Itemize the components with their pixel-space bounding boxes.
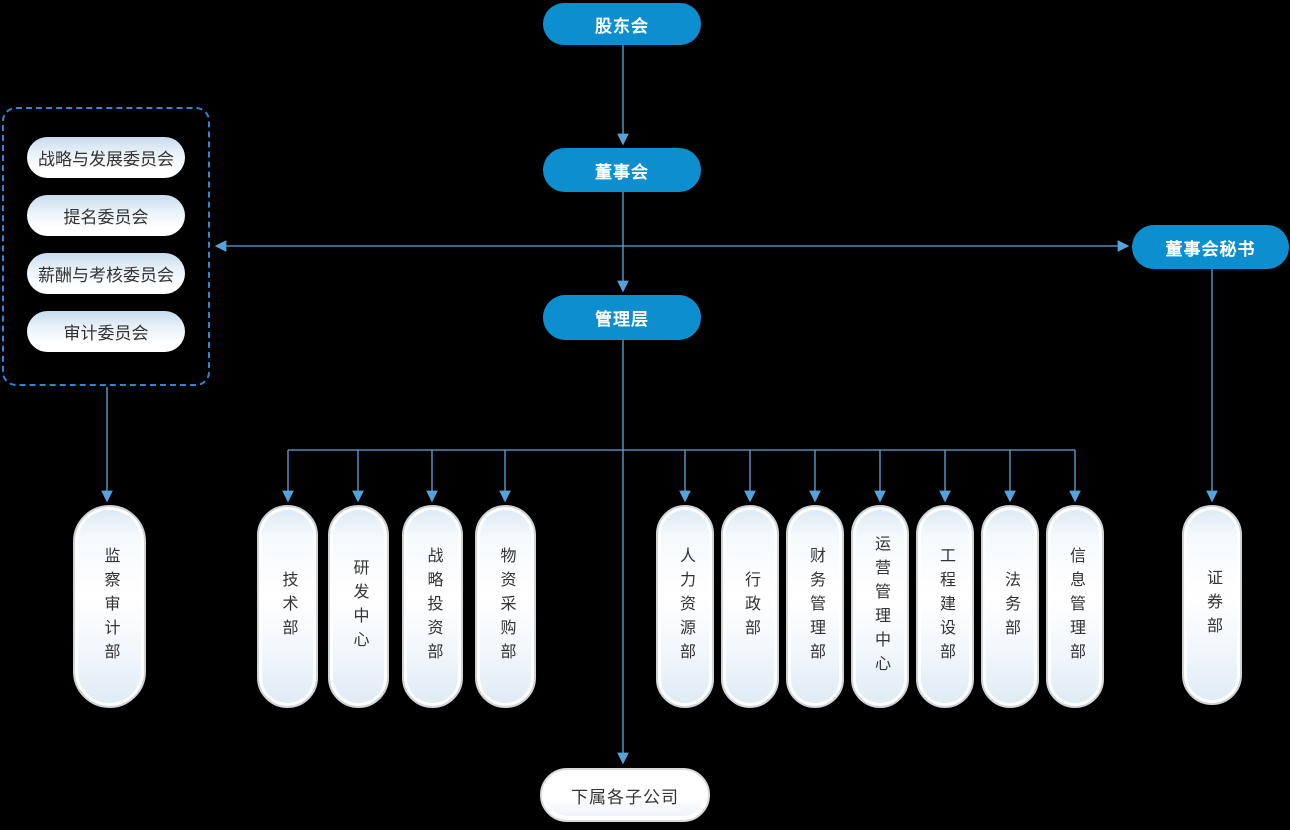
node-subsidiaries: 下属各子公司 bbox=[540, 768, 710, 822]
dept-pill-rd-center: 研发中心 bbox=[328, 505, 389, 708]
committees-group-box: 战略与发展委员会 提名委员会 薪酬与考核委员会 审计委员会 bbox=[2, 107, 210, 386]
dept-pill-administration: 行政部 bbox=[721, 505, 779, 708]
dept-label: 工程建设部 bbox=[937, 546, 954, 667]
dept-label: 行政部 bbox=[742, 570, 759, 643]
dept-pill-engineering-construction: 工程建设部 bbox=[916, 505, 974, 708]
dept-label: 财务管理部 bbox=[807, 546, 824, 667]
dept-pill-securities: 证券部 bbox=[1182, 505, 1242, 705]
committee-pill-audit: 审计委员会 bbox=[27, 311, 185, 352]
dept-pill-operations-management-center: 运营管理中心 bbox=[851, 505, 909, 708]
dept-pill-information-management: 信息管理部 bbox=[1046, 505, 1104, 708]
dept-label: 研发中心 bbox=[350, 558, 368, 655]
dept-pill-human-resources: 人力资源部 bbox=[656, 505, 714, 708]
dept-label: 证券部 bbox=[1204, 569, 1221, 641]
dept-label: 技术部 bbox=[279, 570, 297, 643]
node-management: 管理层 bbox=[543, 295, 701, 340]
dept-pill-strategic-investment: 战略投资部 bbox=[402, 505, 463, 708]
dept-label: 法务部 bbox=[1002, 570, 1019, 643]
node-shareholders-meeting: 股东会 bbox=[543, 3, 701, 45]
dept-label: 运营管理中心 bbox=[872, 534, 889, 679]
dept-pill-technology: 技术部 bbox=[257, 505, 318, 708]
node-board-secretary: 董事会秘书 bbox=[1132, 225, 1289, 269]
dept-pill-legal: 法务部 bbox=[981, 505, 1039, 708]
committee-pill-strategy-development: 战略与发展委员会 bbox=[27, 137, 185, 178]
dept-pill-finance-management: 财务管理部 bbox=[786, 505, 844, 708]
dept-label: 监察审计部 bbox=[101, 546, 119, 667]
dept-pill-material-procurement: 物资采购部 bbox=[475, 505, 536, 708]
node-board-of-directors: 董事会 bbox=[543, 148, 701, 192]
dept-label: 物资采购部 bbox=[497, 546, 515, 667]
dept-label: 人力资源部 bbox=[677, 546, 694, 667]
dept-label: 战略投资部 bbox=[424, 546, 442, 667]
dept-label: 信息管理部 bbox=[1067, 546, 1084, 667]
committee-pill-compensation-assessment: 薪酬与考核委员会 bbox=[27, 253, 185, 294]
dept-pill-supervision-audit: 监察审计部 bbox=[73, 505, 146, 708]
committee-pill-nomination: 提名委员会 bbox=[27, 195, 185, 236]
